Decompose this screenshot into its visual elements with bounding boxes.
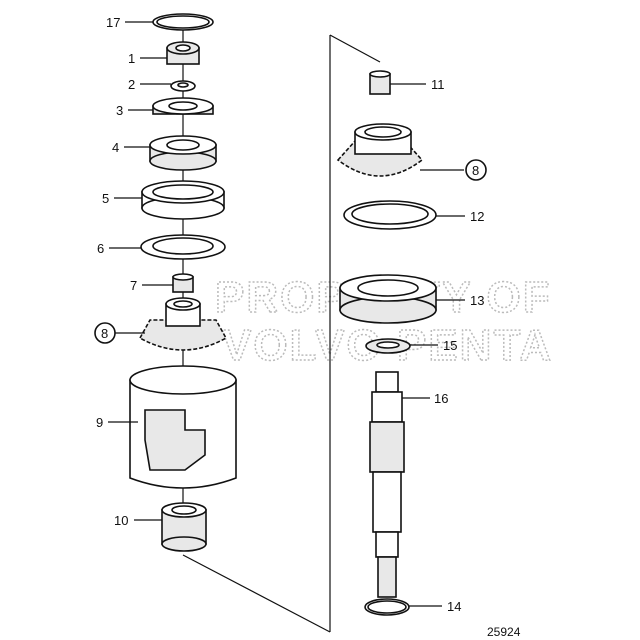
callout-6: 6 <box>97 241 104 256</box>
part-15-washer <box>365 338 411 354</box>
diagram-reference-number: 25924 <box>487 625 521 639</box>
callout-15: 15 <box>443 338 457 353</box>
callout-3: 3 <box>116 103 123 118</box>
callout-labels: 17 1 2 3 4 5 6 7 8 9 10 11 8 12 13 15 16… <box>96 15 484 614</box>
part-12-shim <box>343 200 437 230</box>
part-6-shim <box>140 234 226 260</box>
part-14-o-ring <box>364 598 410 616</box>
part-8-drive-gear-right <box>336 123 424 177</box>
callout-16: 16 <box>434 391 448 406</box>
callout-14: 14 <box>447 599 461 614</box>
callout-4: 4 <box>112 140 119 155</box>
part-11-needle-bearing <box>369 70 391 95</box>
callout-circle-8-left <box>94 322 116 344</box>
part-1-nut <box>166 41 200 65</box>
part-13-bearing <box>339 274 437 324</box>
part-16-pinion-shaft <box>369 371 405 598</box>
part-4-bearing <box>149 135 217 171</box>
part-5-bearing-cup <box>141 180 225 220</box>
callout-8-left: 8 <box>101 326 108 341</box>
callout-circle-8-right <box>465 159 487 181</box>
callout-5: 5 <box>102 191 109 206</box>
leader-lines <box>108 21 465 607</box>
callout-10: 10 <box>114 513 128 528</box>
part-10-bearing <box>161 502 207 552</box>
callout-17: 17 <box>106 15 120 30</box>
callout-2: 2 <box>128 77 135 92</box>
callout-8-right: 8 <box>472 163 479 178</box>
callout-13: 13 <box>470 293 484 308</box>
callout-1: 1 <box>128 51 135 66</box>
part-8-pinion-gear-left <box>138 297 228 351</box>
part-9-housing <box>129 365 237 489</box>
callout-11: 11 <box>431 77 445 92</box>
callout-12: 12 <box>470 209 484 224</box>
part-3-seal <box>152 97 214 115</box>
part-17-o-ring <box>152 13 214 31</box>
callout-9: 9 <box>96 415 103 430</box>
callout-7: 7 <box>130 278 137 293</box>
part-2-washer <box>170 80 196 92</box>
part-7-needle-bearing <box>172 273 194 293</box>
